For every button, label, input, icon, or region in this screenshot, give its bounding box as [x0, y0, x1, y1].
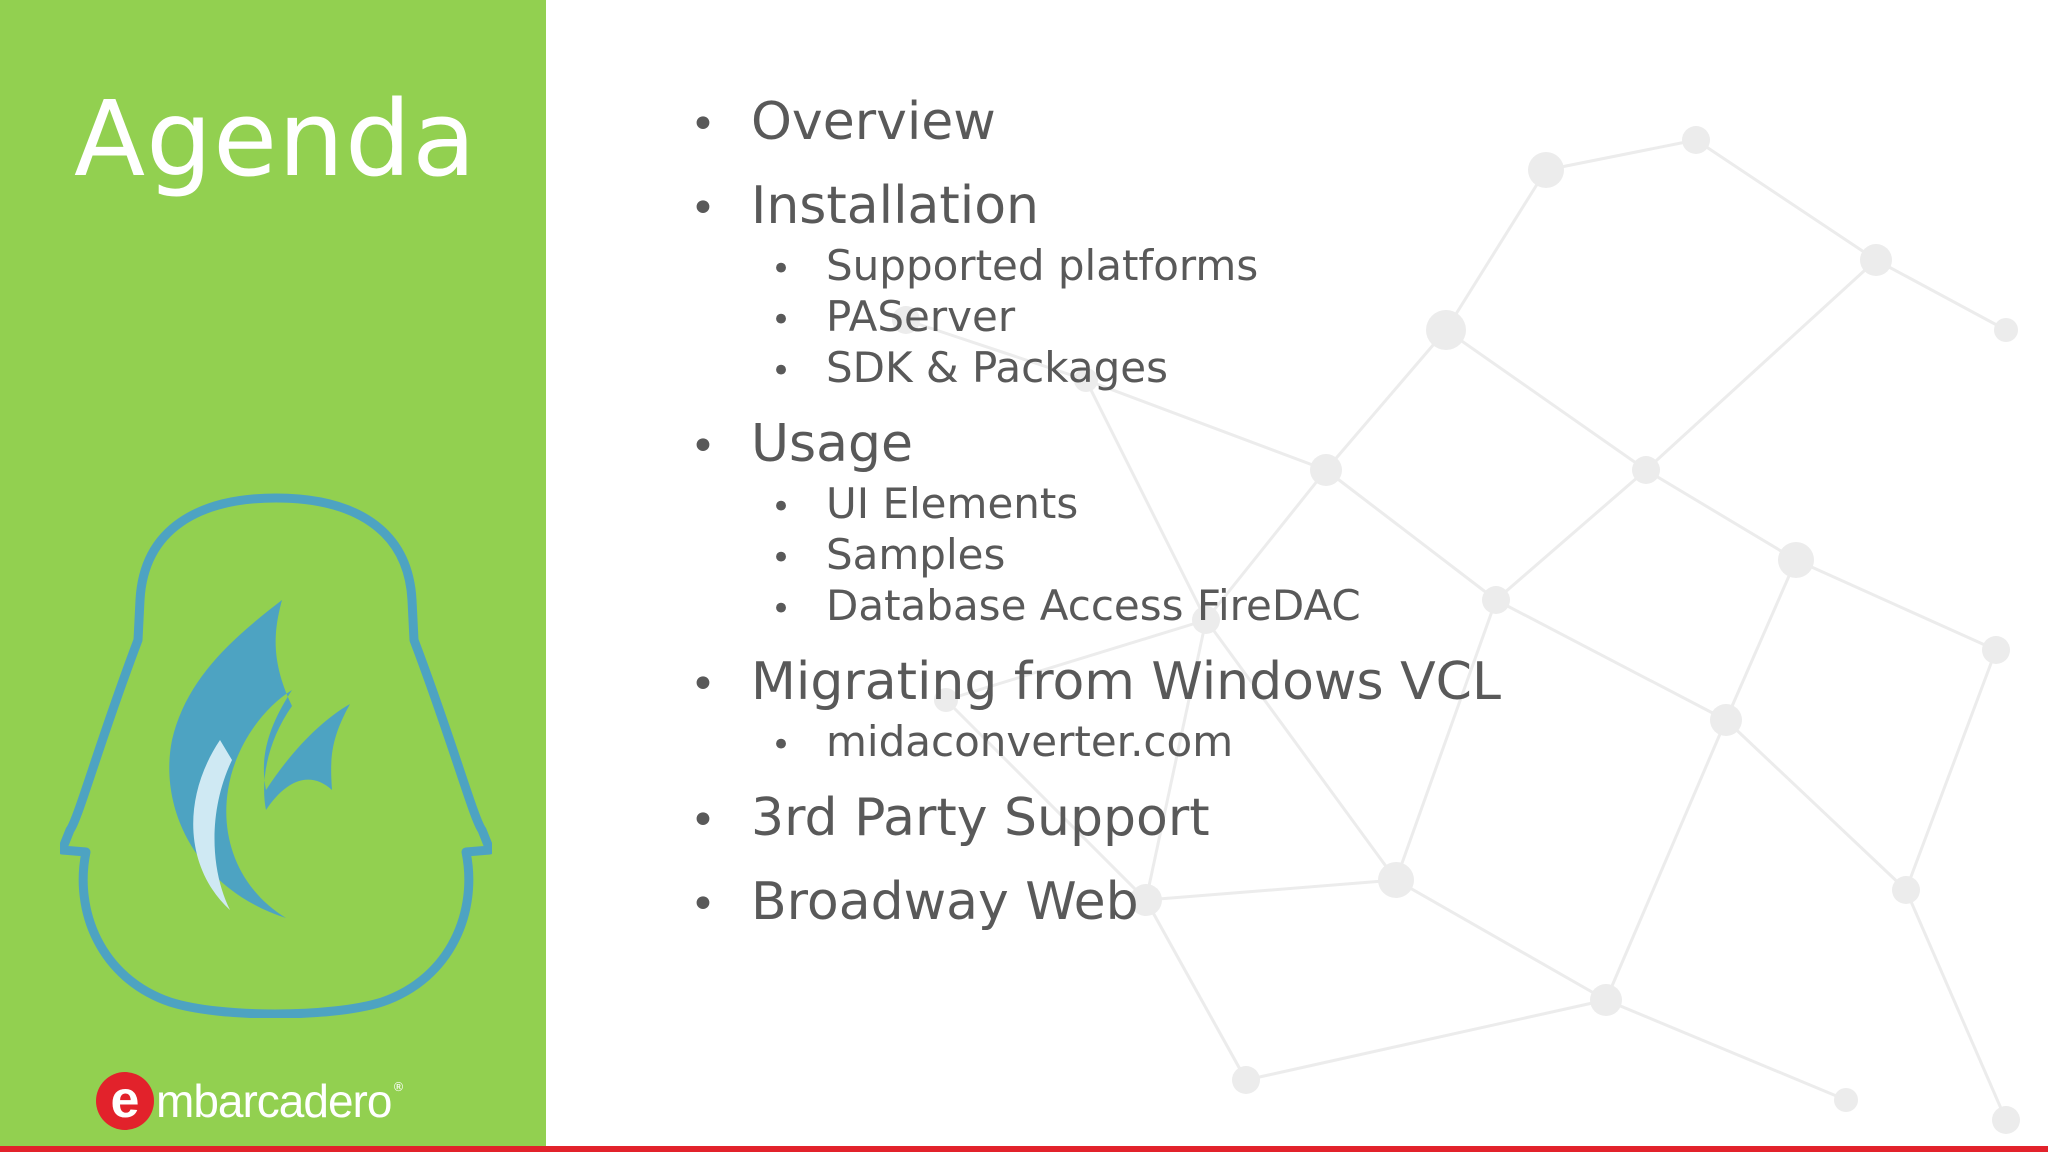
agenda-list: • Overview • Installation • Supported pl…	[690, 0, 2030, 1140]
agenda-item-installation: • Installation	[690, 176, 1039, 236]
agenda-item-label: 3rd Party Support	[751, 788, 1210, 848]
network-background	[892, 126, 2020, 1134]
agenda-subitem: • Supported platforms	[771, 241, 1258, 290]
agenda-subitem-label: UI Elements	[826, 479, 1079, 528]
title-panel: Agenda e mbarcadero ®	[0, 0, 546, 1146]
bullet: •	[690, 659, 716, 710]
agenda-item-overview: • Overview	[690, 92, 996, 152]
agenda-subitem-label: Samples	[826, 530, 1006, 579]
agenda-subitem-label: Database Access FireDAC	[826, 581, 1361, 630]
bullet: •	[771, 249, 792, 289]
agenda-subitem: • UI Elements	[771, 479, 1078, 528]
agenda-item-3rd-party: • 3rd Party Support	[690, 788, 1210, 848]
penguin-logo-icon	[60, 493, 492, 1018]
bullet: •	[771, 725, 792, 765]
bullet: •	[690, 421, 716, 472]
slide-title: Agenda	[74, 78, 477, 200]
brand-wordmark: mbarcadero	[156, 1075, 392, 1127]
bullet: •	[771, 351, 792, 391]
agenda-item-label: Overview	[751, 92, 996, 152]
agenda-subitem: • PAServer	[771, 292, 1015, 341]
bullet: •	[771, 300, 792, 340]
agenda-subitem: • Samples	[771, 530, 1005, 579]
agenda-subitem: • SDK & Packages	[771, 343, 1168, 392]
agenda-item-usage: • Usage	[690, 414, 913, 474]
bullet: •	[690, 183, 716, 234]
bullet: •	[771, 589, 792, 629]
bottom-accent-bar	[0, 1146, 2048, 1152]
agenda-subitem-label: Supported platforms	[826, 241, 1259, 290]
bullet: •	[771, 538, 792, 578]
agenda-item-migrating: • Migrating from Windows VCL	[690, 652, 1501, 712]
brand-e-icon: e	[96, 1072, 154, 1130]
agenda-item-label: Usage	[751, 414, 914, 474]
agenda-subitem-label: midaconverter.com	[826, 717, 1234, 766]
agenda-item-label: Broadway Web	[751, 872, 1139, 932]
agenda-item-broadway: • Broadway Web	[690, 872, 1139, 932]
embarcadero-logo: e mbarcadero ®	[96, 1066, 404, 1136]
agenda-item-label: Installation	[751, 176, 1040, 236]
agenda-subitem: • midaconverter.com	[771, 717, 1233, 766]
brand-registered-mark: ®	[392, 1080, 405, 1094]
bullet: •	[690, 99, 716, 150]
agenda-item-label: Migrating from Windows VCL	[751, 652, 1501, 712]
bullet: •	[690, 879, 716, 930]
agenda-subitem: • Database Access FireDAC	[771, 581, 1361, 630]
bullet: •	[690, 795, 716, 846]
bullet: •	[771, 487, 792, 527]
agenda-subitem-label: SDK & Packages	[826, 343, 1168, 392]
agenda-subitem-label: PAServer	[826, 292, 1016, 341]
